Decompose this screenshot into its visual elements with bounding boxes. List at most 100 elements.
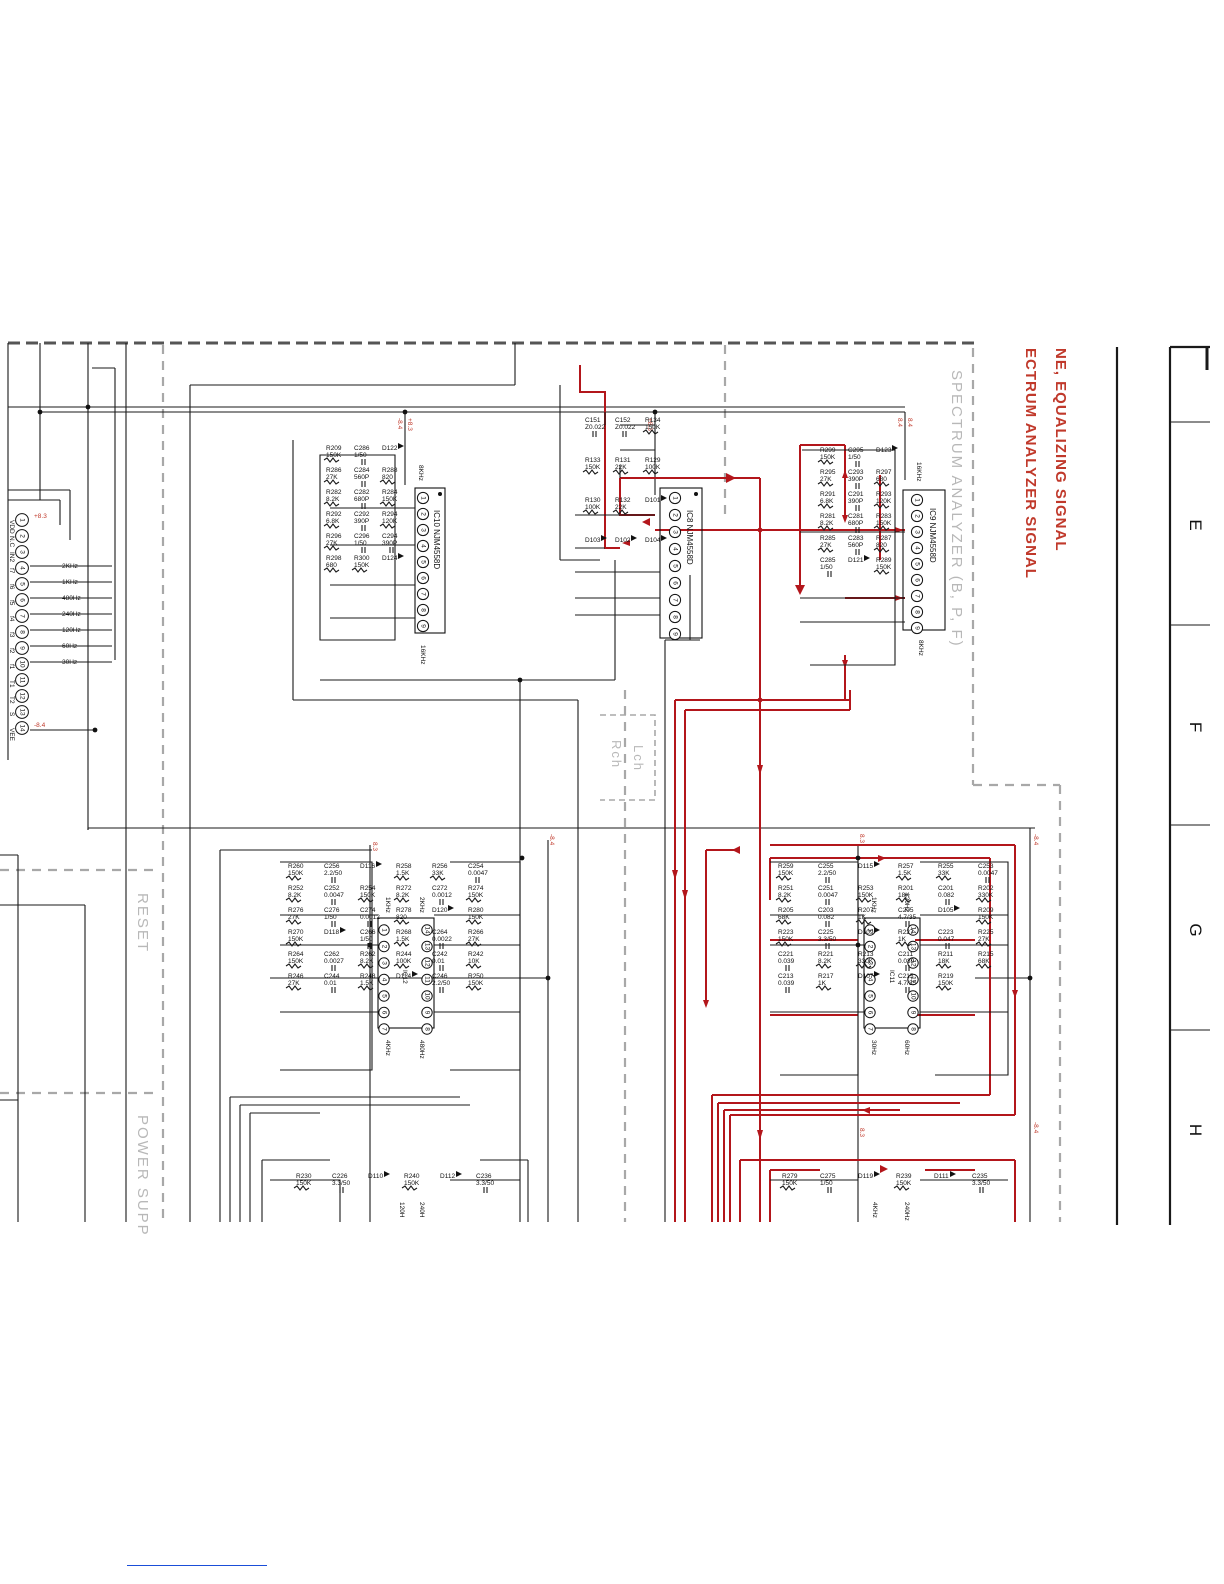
resistor-symbol xyxy=(895,875,912,881)
connector-pin xyxy=(15,513,29,527)
component-ref: C294 xyxy=(382,533,398,540)
component-ref: R132 xyxy=(615,497,631,504)
ic11-pin xyxy=(907,957,919,969)
component-value: 33K xyxy=(432,870,444,877)
ic9-pin-number: 7 xyxy=(914,594,921,598)
resistor-symbol xyxy=(393,941,410,947)
resistor-symbol xyxy=(975,963,992,969)
component-ref: R287 xyxy=(876,535,892,542)
ic9-pin-number: 1 xyxy=(914,498,921,502)
connector-pin xyxy=(15,561,29,575)
ic12-pin xyxy=(378,1006,390,1019)
component-ref: R129 xyxy=(645,457,661,464)
component-ref: C152 xyxy=(615,417,631,424)
component-ref: R280 xyxy=(468,907,484,914)
connector-pin xyxy=(15,641,29,655)
connector-pin-number: 7 xyxy=(19,614,26,618)
component-ref: R266 xyxy=(468,929,484,936)
component-value: 27K xyxy=(820,476,832,483)
resistor-symbol xyxy=(323,501,340,507)
component-ref: D111 xyxy=(934,1173,949,1180)
ic8-pin xyxy=(668,627,682,641)
bottom-link-line xyxy=(127,1565,267,1566)
resistor-symbol xyxy=(582,469,599,475)
connector-pin-number: 4 xyxy=(19,566,26,570)
component-ref: R257 xyxy=(898,863,914,870)
component-value: 0.0012 xyxy=(432,892,452,899)
component-ref: C256 xyxy=(324,863,340,870)
component-value: 330K xyxy=(858,958,874,965)
ic10-pin-number: 3 xyxy=(420,528,427,532)
component-value: 1/50 xyxy=(324,914,337,921)
component-ref: R254 xyxy=(360,885,376,892)
ic8-pin-number: 9 xyxy=(672,632,679,636)
component-value: Z0.022 xyxy=(585,424,606,431)
component-ref: D114 xyxy=(396,973,411,980)
ic10-components: R209150KC2861/50D122R28627KC284560PR2888… xyxy=(323,443,404,573)
component-ref: R225 xyxy=(978,929,994,936)
ic8-pin xyxy=(668,593,682,607)
component-ref: R297 xyxy=(876,469,892,476)
ic8-pin xyxy=(668,491,682,505)
ic10-pin-number: 7 xyxy=(420,592,427,596)
component-ref: C226 xyxy=(332,1173,348,1180)
ic8-pin-number: 2 xyxy=(672,513,679,517)
ic8-components: C151Z0.022C152Z0.022R134150KR133150KR131… xyxy=(582,417,667,544)
component-ref: C223 xyxy=(938,929,954,936)
resistor-symbol xyxy=(379,479,396,485)
component-value: 27K xyxy=(288,980,300,987)
component-ref: R276 xyxy=(288,907,304,914)
resistor-symbol xyxy=(285,963,302,969)
component-value: 820 xyxy=(396,914,407,921)
title-equalizing-signal: NE, EQUALIZING SIGNAL xyxy=(1052,348,1069,552)
component-value: 1/50 xyxy=(820,564,833,571)
resistor-symbol xyxy=(855,919,872,925)
resistor-symbol xyxy=(323,567,340,573)
component-value: 4.7/35 xyxy=(898,914,916,921)
resistor-symbol xyxy=(895,941,912,947)
resistor-symbol xyxy=(975,941,992,947)
component-value: 680 xyxy=(326,562,337,569)
ic10-pin-number: 2 xyxy=(420,512,427,516)
component-ref: C253 xyxy=(978,863,994,870)
ic12-pin-number: 2 xyxy=(381,945,388,949)
diode-symbol xyxy=(661,535,667,541)
component-value: 560P xyxy=(354,474,369,481)
ic11-pin-number: 1 xyxy=(867,928,874,932)
component-value: 3.3/50 xyxy=(818,936,836,943)
ic11-pin-number: 2 xyxy=(867,945,874,949)
component-ref: C244 xyxy=(324,973,340,980)
ic8-pin xyxy=(668,542,682,556)
component-value: 8.2K xyxy=(778,892,792,899)
component-value: 27K xyxy=(468,936,480,943)
component-value: 680P xyxy=(848,520,863,527)
connector-vee-value: -8.4 xyxy=(34,722,46,729)
component-ref: R256 xyxy=(432,863,448,870)
ic12-pin xyxy=(421,973,433,986)
connector-pin-number: 13 xyxy=(19,708,26,716)
component-value: 33K xyxy=(938,870,950,877)
component-ref: R202 xyxy=(978,885,994,892)
component-ref: C211 xyxy=(898,951,913,958)
component-ref: C293 xyxy=(848,469,864,476)
component-value: 1.5K xyxy=(360,980,374,987)
component-value: 120K xyxy=(382,518,398,525)
ic11-pin-number: 11 xyxy=(910,976,917,983)
bottom-frequency-label: 120H xyxy=(398,1202,405,1218)
red-signal-paths xyxy=(579,365,1016,1222)
ic12-pin-number: 4 xyxy=(381,978,388,982)
component-ref: R230 xyxy=(296,1173,312,1180)
component-ref: R289 xyxy=(876,557,892,564)
ic11-pin xyxy=(907,1023,919,1035)
column-letter: H xyxy=(1186,1124,1205,1136)
resistor-symbol xyxy=(323,523,340,529)
component-value: 330K xyxy=(978,892,994,899)
ic8-label: IC8 NJM4558D xyxy=(685,510,694,565)
component-value: 0.082 xyxy=(938,892,955,899)
rail-label: 8.3 xyxy=(858,834,865,843)
ic11-pin xyxy=(864,973,876,986)
component-ref: D120 xyxy=(432,907,448,914)
ic8-pin xyxy=(668,508,682,522)
ic9-pin-number: 5 xyxy=(914,562,921,566)
connector-pin-number: 8 xyxy=(19,630,26,634)
